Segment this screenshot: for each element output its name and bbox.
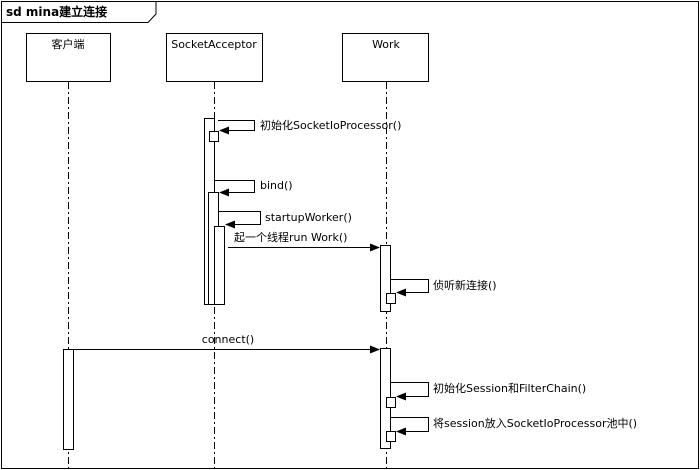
activation-acceptor-startup (214, 226, 225, 305)
message-label: bind() (260, 179, 293, 192)
participant-client: 客户端 (26, 33, 111, 82)
message-run-work: 起一个线程run Work() (228, 230, 380, 252)
message-connect: connect() (74, 333, 380, 354)
frame-title-tab (1, 1, 157, 23)
activation-acceptor-init (209, 131, 219, 142)
participant-label: 客户端 (52, 37, 85, 51)
message-bind: bind() (214, 179, 293, 197)
participant-label: Work (372, 38, 400, 51)
message-startup-worker: startupWorker() (218, 211, 352, 229)
message-label: 侦听新连接() (433, 278, 497, 292)
message-init-session: 初始化Session和FilterChain() (390, 381, 586, 401)
message-init-processor: 初始化SocketIoProcessor() (218, 118, 401, 135)
activation-work-session (386, 397, 396, 408)
message-label: 将session放入SocketIoProcessor池中() (433, 416, 637, 430)
message-label: 初始化SocketIoProcessor() (260, 118, 401, 132)
activation-work-pool (386, 431, 396, 442)
message-label: 初始化Session和FilterChain() (433, 381, 586, 395)
activation-work-thread (380, 245, 391, 312)
message-label: connect() (202, 333, 254, 346)
participant-work: Work (342, 33, 429, 82)
activation-client (63, 349, 74, 450)
message-put-session: 将session放入SocketIoProcessor池中() (390, 416, 637, 436)
participant-label: SocketAcceptor (171, 38, 257, 51)
message-label: startupWorker() (265, 211, 352, 224)
frame-title: sd mina建立连接 (6, 4, 107, 19)
participant-socket-acceptor: SocketAcceptor (166, 33, 263, 82)
message-listen: 侦听新连接() (390, 278, 497, 297)
activation-work-listen (386, 293, 396, 304)
message-label: 起一个线程run Work() (234, 230, 347, 244)
